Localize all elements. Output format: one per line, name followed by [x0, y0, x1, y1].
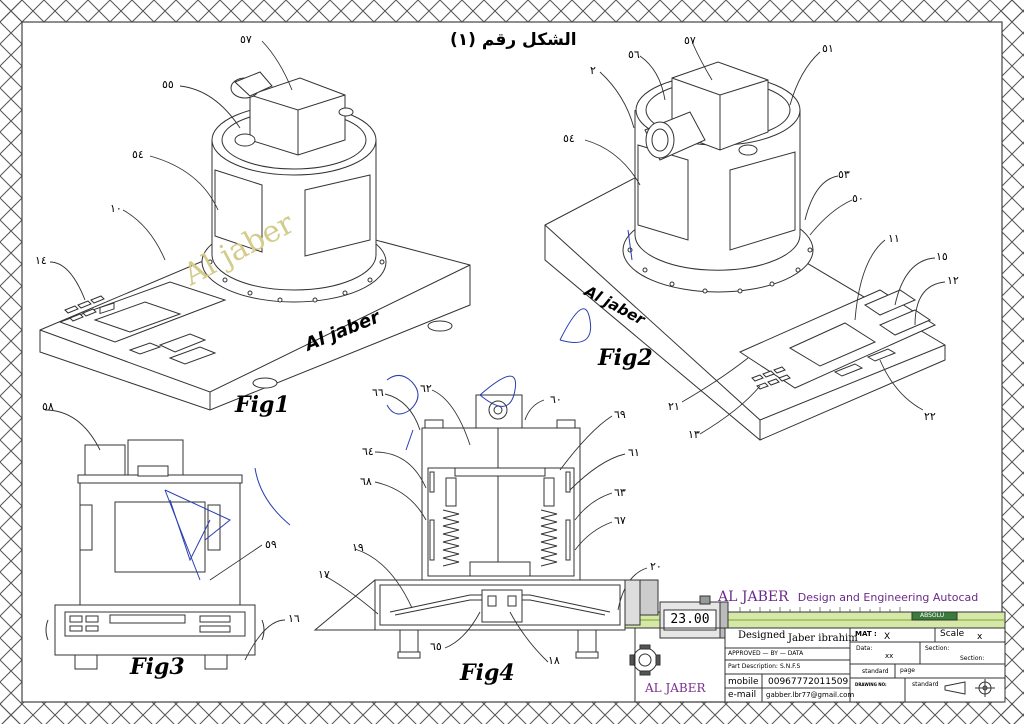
email-value: gabber.lbr77@gmail.com — [766, 691, 855, 699]
leader-lines — [44, 40, 946, 663]
part-desc-value: S.N.F.S — [780, 663, 801, 670]
caliper-ticks — [739, 607, 901, 612]
company-heading: AL JABER — [718, 589, 789, 605]
callout: ٦٨ — [360, 475, 372, 488]
company-subheading: Design and Engineering Autocad — [797, 591, 979, 604]
standard-1: standard — [862, 668, 889, 675]
part-desc-label: Part Description: — [728, 663, 778, 670]
callout: ٦٩ — [614, 408, 626, 421]
drawing-no-label: DRAWING NO: — [855, 682, 887, 687]
callout: ٦٧ — [614, 514, 626, 527]
mobile-label: mobile — [728, 677, 759, 687]
callout: ٥٨ — [42, 400, 54, 413]
blue-sketch-marks — [164, 229, 633, 581]
scale-label: Scale — [940, 629, 965, 639]
callout: ٦٠ — [550, 393, 562, 406]
callout: ١٩ — [352, 541, 364, 554]
callout: ٦٢ — [420, 382, 432, 395]
mat-label: MAT : — [855, 630, 877, 638]
standard-2: standard — [912, 681, 939, 688]
figure-4-drawing — [313, 394, 626, 659]
callout: ٥٧ — [684, 34, 696, 47]
callout: ١٢ — [947, 274, 959, 287]
callout: ١٧ — [318, 568, 330, 581]
page-label: page — [900, 667, 915, 674]
callout: ١٥ — [936, 250, 948, 263]
caliper-reading: 23.00 — [670, 612, 710, 627]
callout: ٢٠ — [650, 560, 662, 573]
callout: ٥٤ — [563, 132, 575, 145]
callout: ٢١ — [668, 400, 680, 413]
figure-1-drawing — [39, 71, 471, 411]
callout: ٦٦ — [372, 386, 384, 399]
callout: ١٦ — [288, 612, 300, 625]
mat-value: X — [884, 632, 891, 642]
page-title: الشكل رقم (١) — [450, 30, 577, 50]
callout: ٢ — [590, 64, 596, 77]
caliper-brand: ABSOLU — [920, 612, 945, 619]
figure-2-drawing — [544, 61, 946, 441]
company-heading-row: AL JABER Design and Engineering Autocad — [718, 586, 978, 605]
callout: ٥٣ — [838, 168, 850, 181]
callout: ٥٧ — [240, 33, 252, 46]
callout: ١٨ — [548, 654, 560, 667]
fig2-label: Fig2 — [598, 345, 653, 371]
scale-value: x — [977, 632, 983, 642]
mobile-value: 00967772011509 — [768, 677, 849, 687]
section-label-2: Section: — [960, 655, 985, 662]
title-block-frame — [629, 627, 1006, 703]
callout: ٦١ — [628, 446, 640, 459]
callout: ٢٢ — [924, 410, 936, 423]
data-value: xx — [885, 652, 894, 660]
callout: ١٣ — [688, 428, 700, 441]
approved-row: APPROVED — BY — DATA — [728, 650, 804, 657]
callout: ١٠ — [110, 202, 122, 215]
caliper-graphic — [624, 579, 1006, 639]
fig4-label: Fig4 — [460, 660, 515, 686]
callout: ١٤ — [35, 254, 47, 267]
figure-3-drawing — [45, 439, 265, 670]
section-label: Section: — [925, 645, 950, 652]
callout: ٥١ — [822, 42, 834, 55]
data-label: Data: — [856, 645, 873, 652]
callout: ٥٥ — [162, 78, 174, 91]
logo-text: AL JABER — [645, 681, 706, 695]
callout: ٥٦ — [628, 48, 640, 61]
callout: ٦٣ — [614, 486, 626, 499]
designed-label: Designed — [738, 630, 786, 641]
callout: ٥٠ — [852, 192, 864, 205]
callout: ٥٩ — [265, 538, 277, 551]
callout: ٥٤ — [132, 148, 144, 161]
callout: ١١ — [888, 232, 900, 245]
designed-value: Jaber ibrahim — [788, 633, 858, 644]
fig1-label: Fig1 — [235, 392, 290, 418]
callout: ٦٤ — [362, 445, 374, 458]
callout: ٦٥ — [430, 640, 442, 653]
fig3-label: Fig3 — [130, 654, 185, 680]
email-label: e-mail — [728, 690, 757, 700]
